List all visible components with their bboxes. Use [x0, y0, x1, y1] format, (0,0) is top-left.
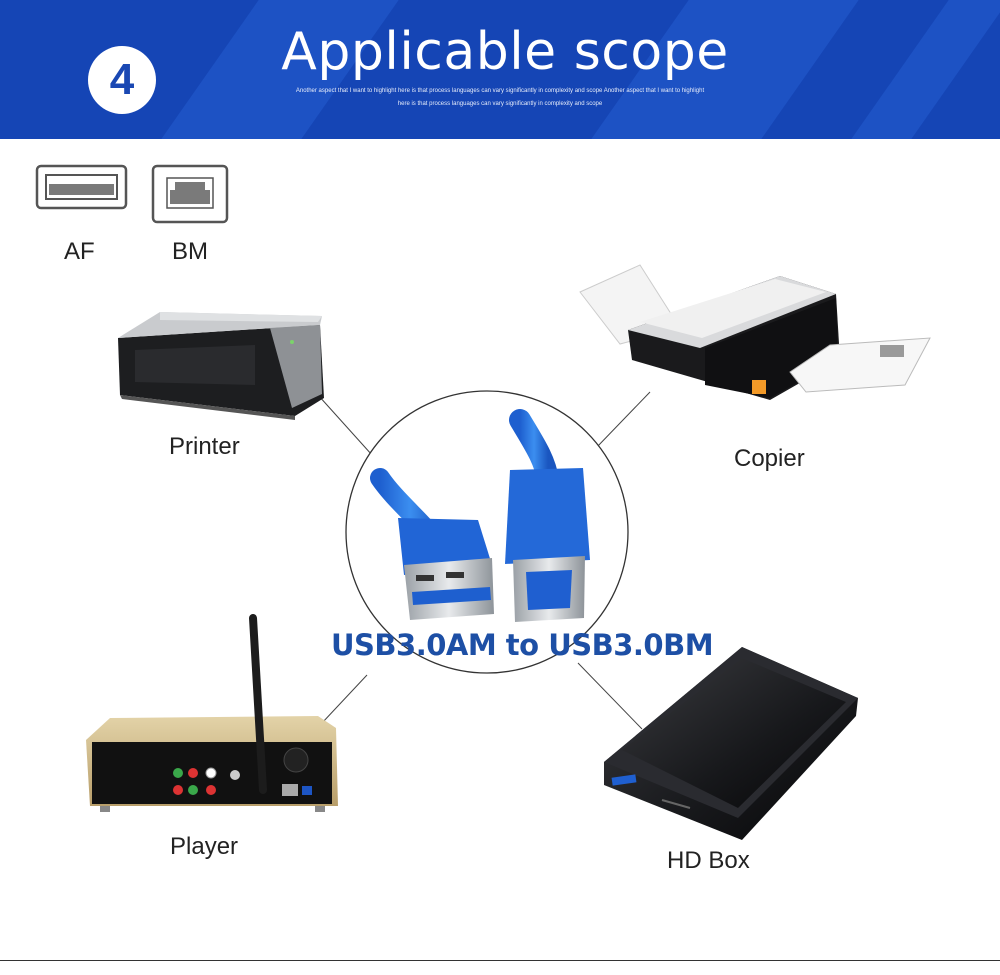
cable-caption: USB3.0AM to USB3.0BM	[331, 628, 714, 662]
bm-label: BM	[172, 238, 208, 265]
usb-b-port-icon	[151, 164, 229, 224]
copier-image	[579, 264, 931, 400]
header-banner	[0, 0, 1000, 139]
player-label: Player	[170, 833, 239, 860]
line-copier	[595, 391, 651, 449]
subtitle-line-2: here is that process languages can vary …	[397, 101, 603, 107]
step-badge: 4	[88, 46, 156, 114]
player-image	[86, 614, 338, 812]
line-player	[321, 674, 368, 724]
usb-a-port-icon	[35, 164, 128, 210]
hdbox-label: HD Box	[667, 847, 750, 874]
af-label: AF	[64, 238, 95, 265]
printer-image	[118, 312, 324, 420]
bottom-divider	[0, 960, 1000, 961]
page-title: Applicable scope	[281, 22, 729, 82]
connector-lines	[317, 391, 651, 730]
subtitle-line-1: Another aspect that I want to highlight …	[295, 88, 705, 94]
line-hdbox	[577, 662, 643, 730]
line-printer	[317, 394, 373, 456]
copier-label: Copier	[734, 445, 805, 472]
usb-cable-image	[345, 390, 629, 674]
hd-box-image	[604, 647, 858, 840]
printer-label: Printer	[169, 433, 240, 460]
